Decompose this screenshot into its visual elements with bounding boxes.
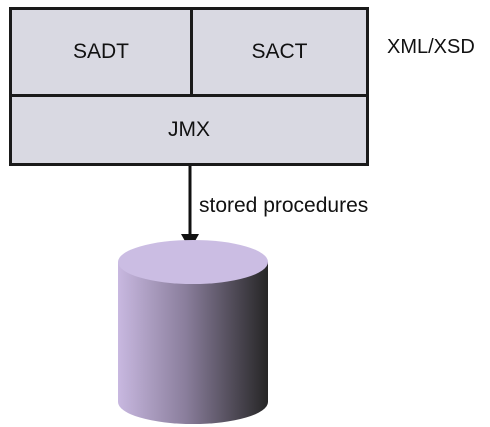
stored-procedures-label: stored procedures bbox=[199, 194, 369, 217]
sadt-box: SADT bbox=[12, 10, 193, 97]
sadt-label: SADT bbox=[72, 40, 129, 63]
sact-box: SACT bbox=[193, 10, 366, 97]
jmx-box: JMX bbox=[12, 97, 366, 163]
database-cylinder-icon bbox=[118, 240, 268, 424]
xml-xsd-label: XML/XSD bbox=[387, 36, 475, 58]
sact-label: SACT bbox=[251, 40, 308, 63]
component-stack: SADT SACT JMX bbox=[9, 7, 369, 166]
jmx-label: JMX bbox=[168, 118, 210, 141]
